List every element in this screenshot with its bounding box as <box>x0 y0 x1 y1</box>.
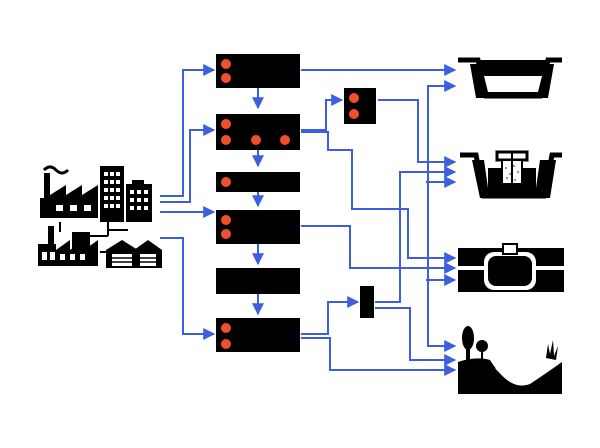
process-unit-2-box <box>216 114 300 150</box>
process-unit-5-box <box>216 268 300 294</box>
indicator-dot <box>221 135 231 145</box>
indicator-dot <box>221 119 231 129</box>
side-unit-2 <box>360 286 374 318</box>
process-unit-1-box <box>216 54 300 88</box>
indicator-dot <box>280 135 290 145</box>
indicator-dot <box>221 73 231 83</box>
landscape-pond-icon <box>458 326 562 394</box>
arrow-unit-6-to-side-unit-2 <box>301 296 360 335</box>
indicator-dot <box>221 229 231 239</box>
arrow-unit-2-to-underground-tank <box>301 131 457 264</box>
arrow-bus-to-pond <box>427 248 457 352</box>
arrow-source-to-unit-1 <box>160 64 216 197</box>
factories-and-city-buildings-icon <box>38 165 162 268</box>
arrow-side-unit-1-to-mixer-tank <box>378 99 457 168</box>
arrow-unit-6-to-pond <box>301 337 457 376</box>
arrow-unit-2-to-side-unit-1 <box>301 94 344 131</box>
indicator-dot <box>221 59 231 69</box>
process-unit-5 <box>216 268 300 294</box>
process-unit-1 <box>216 54 300 88</box>
process-unit-3 <box>216 172 300 192</box>
indicator-dot <box>221 339 231 349</box>
process-unit-3-box <box>216 172 300 192</box>
process-unit-2 <box>216 114 300 150</box>
indicator-dot <box>221 177 231 187</box>
indicator-dot <box>221 215 231 225</box>
process-unit-4-box <box>216 210 300 244</box>
indicator-dot <box>221 323 231 333</box>
arrow-side-unit-2-to-mixer-tank <box>375 166 457 303</box>
connector-lines <box>160 64 457 376</box>
arrow-side-unit-2-to-pond <box>375 307 457 366</box>
empty-basin-icon <box>458 57 562 99</box>
tank-with-mixer-icon <box>460 150 562 199</box>
arrow-source-to-unit-6 <box>160 237 216 340</box>
underground-storage-tank-icon <box>458 243 564 292</box>
indicator-dot <box>349 93 359 103</box>
arrow-unit-4-to-underground-tank <box>301 225 457 274</box>
indicator-dot <box>349 109 359 119</box>
arrow-source-to-unit-2 <box>160 124 216 203</box>
arrow-bus-to-basin <box>427 80 457 248</box>
side-unit-2-box <box>360 286 374 318</box>
side-unit-1 <box>344 88 376 124</box>
process-unit-6 <box>216 318 300 352</box>
process-unit-4 <box>216 210 300 244</box>
process-units <box>216 54 376 352</box>
smoke-icon <box>42 165 70 175</box>
side-unit-1-box <box>344 88 376 124</box>
indicator-dot <box>251 135 261 145</box>
